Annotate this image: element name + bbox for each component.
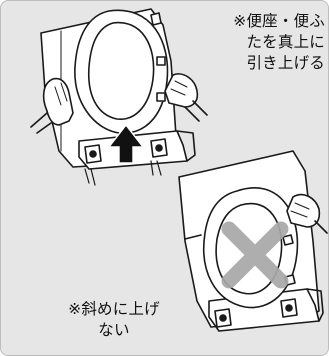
wrong-method-illustration (178, 150, 328, 332)
wrong-method-note: ※斜めに上げ ない (68, 300, 160, 339)
correct-method-illustration (30, 8, 208, 186)
left-hand (42, 77, 74, 126)
up-arrow-icon (107, 123, 145, 164)
correct-method-note: ※便座・便ふ たを真上に 引き上げる (233, 12, 325, 72)
cross-mark-icon (221, 221, 289, 289)
